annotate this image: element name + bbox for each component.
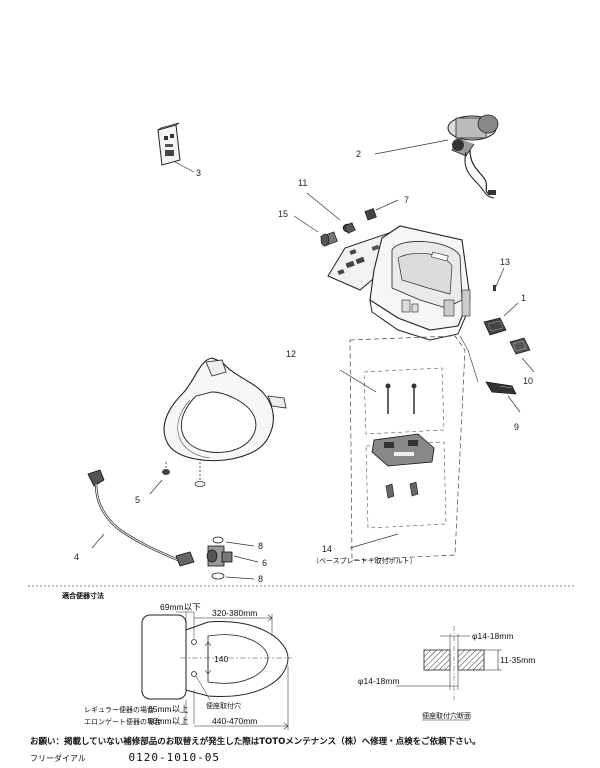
- main-unit-body: [327, 225, 471, 341]
- part-label-11: 11: [298, 178, 307, 188]
- dim-320-380-label: 320-380mm: [212, 608, 257, 618]
- part-label-12: 12: [286, 349, 296, 359]
- hole-section-caption: 便座取付穴断面: [422, 711, 471, 720]
- part-label-15: 15: [278, 209, 288, 219]
- part-7-cap: [364, 208, 377, 221]
- free-dial-label: フリーダイアル: [30, 754, 86, 763]
- dim-69-label: 69mm以下: [160, 602, 201, 612]
- regular-bowl-label: レギュラー便器の場合: [84, 705, 154, 714]
- part-label-10: 10: [523, 376, 533, 386]
- part-11-plug: [342, 222, 356, 234]
- part-label-9: 9: [514, 422, 519, 432]
- hole-dia-top-label: φ14-18mm: [472, 631, 513, 641]
- remote-control-part: [157, 122, 181, 166]
- toilet-top-view-drawing: [141, 611, 292, 730]
- dim-140-label: 140: [214, 654, 228, 664]
- free-dial-row: フリーダイアル 0120-1010-05: [30, 751, 330, 764]
- part-label-2: 2: [356, 149, 361, 159]
- free-dial-number[interactable]: 0120-1010-05: [128, 751, 220, 764]
- supply-hose-part: [87, 469, 195, 567]
- part-label-8-bottom: 8: [258, 574, 263, 584]
- toilet-seat-part: [162, 357, 287, 487]
- part-14-description: （ベースプレート＋取付ボルト）: [312, 556, 417, 565]
- part-10-filter-cover: [509, 337, 531, 355]
- hole-dia-bottom-label: φ14-18mm: [358, 676, 399, 686]
- dim-440-470-label: 440-470mm: [212, 716, 257, 726]
- part-1-nozzle-cover: [483, 317, 507, 336]
- part-label-6: 6: [262, 558, 267, 568]
- part-label-3: 3: [196, 168, 201, 178]
- elongated-bowl-label: エロンゲート便器の場合: [84, 717, 161, 726]
- part-label-5: 5: [135, 495, 140, 505]
- hole-thickness-label: 11-35mm: [500, 655, 535, 665]
- maintenance-notice: お願い：掲載していない補修部品のお取替えが発生した際はTOTOメンテナンス（株）…: [30, 737, 481, 747]
- part-9-deodorizer: [485, 381, 517, 395]
- branch-valve-part: [206, 536, 233, 580]
- fit-section-title: 適合便器寸法: [62, 591, 104, 600]
- part-label-1: 1: [521, 293, 526, 303]
- part-15-filter: [320, 231, 338, 247]
- part-label-14: 14: [322, 544, 332, 554]
- valve-unit-part: [447, 114, 499, 199]
- base-plate-assembly: [371, 383, 435, 499]
- part-label-8-top: 8: [258, 541, 263, 551]
- part-label-4: 4: [74, 552, 79, 562]
- regular-bowl-value: 65mm以上: [148, 704, 189, 714]
- part-label-13: 13: [500, 257, 510, 267]
- part-label-7: 7: [404, 195, 409, 205]
- mount-hole-section-drawing: [396, 626, 502, 700]
- mount-hole-label: 便座取付穴: [206, 701, 241, 710]
- elongated-bowl-value: 50mm以上: [148, 716, 189, 726]
